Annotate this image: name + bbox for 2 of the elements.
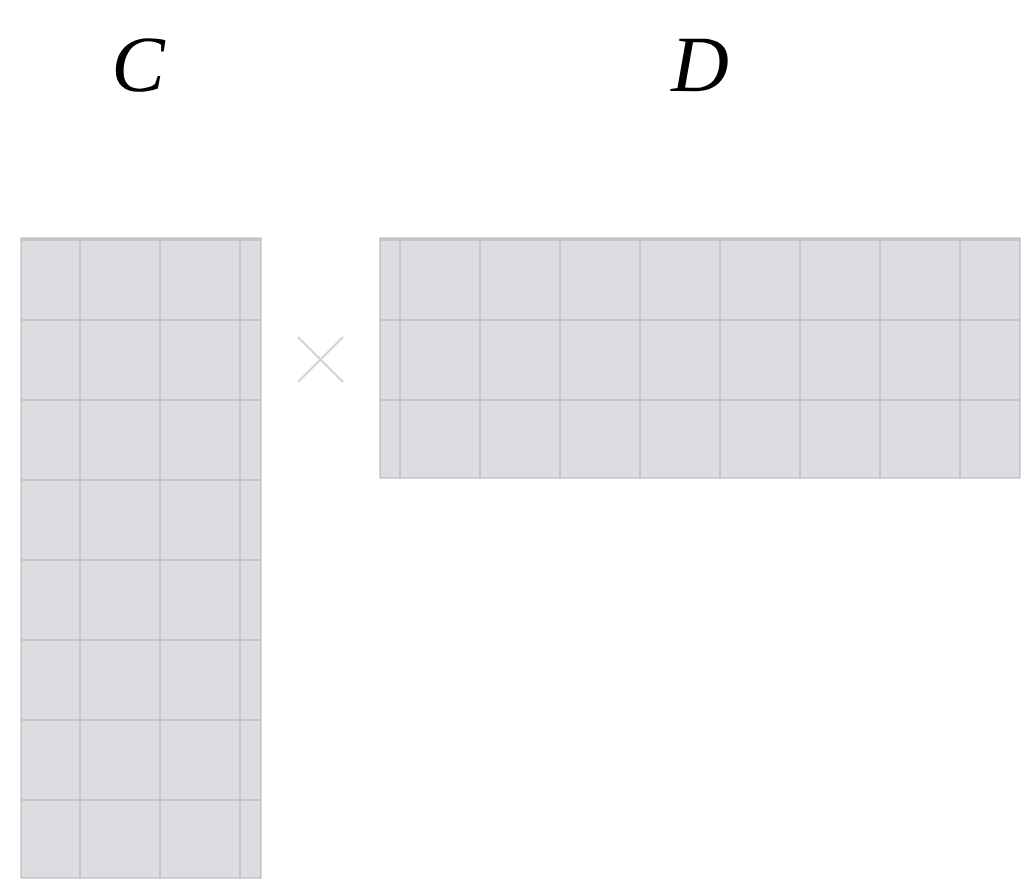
- matrix-label: C: [115, 38, 166, 92]
- matrix-label: D: [670, 38, 728, 92]
